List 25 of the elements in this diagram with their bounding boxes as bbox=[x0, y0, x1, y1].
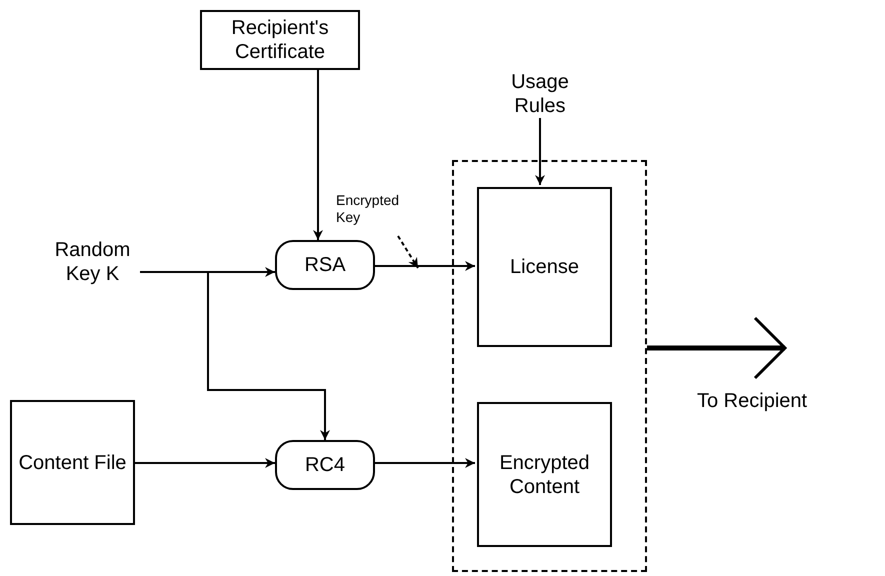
arrow bbox=[135, 458, 275, 468]
node-text: RSA bbox=[304, 253, 346, 277]
dashed-group-box bbox=[452, 160, 647, 572]
arrow bbox=[535, 118, 545, 185]
leader-arrow bbox=[397, 235, 419, 269]
node-text: Random Key K bbox=[54, 238, 132, 286]
node-text: Recipient's Certificate bbox=[230, 16, 330, 64]
process-box bbox=[200, 10, 360, 70]
arrow bbox=[375, 261, 475, 271]
process-rounded-box bbox=[275, 240, 375, 290]
node-text: Encrypted Content bbox=[498, 450, 591, 498]
edge-label: To Recipient bbox=[697, 390, 808, 413]
double-line-arrow bbox=[647, 316, 786, 380]
process-box bbox=[477, 402, 612, 547]
process-box bbox=[10, 400, 135, 525]
node-text: License bbox=[510, 255, 579, 279]
process-rounded-box bbox=[275, 440, 375, 490]
node-text: Encrypted Key bbox=[336, 192, 400, 226]
node-text: Content File bbox=[18, 450, 126, 474]
node-text: RC4 bbox=[304, 453, 345, 477]
arrow bbox=[313, 70, 323, 240]
arrow bbox=[140, 271, 330, 440]
process-box bbox=[477, 187, 612, 347]
arrow bbox=[375, 458, 475, 468]
node-text: Usage Rules bbox=[510, 70, 570, 118]
